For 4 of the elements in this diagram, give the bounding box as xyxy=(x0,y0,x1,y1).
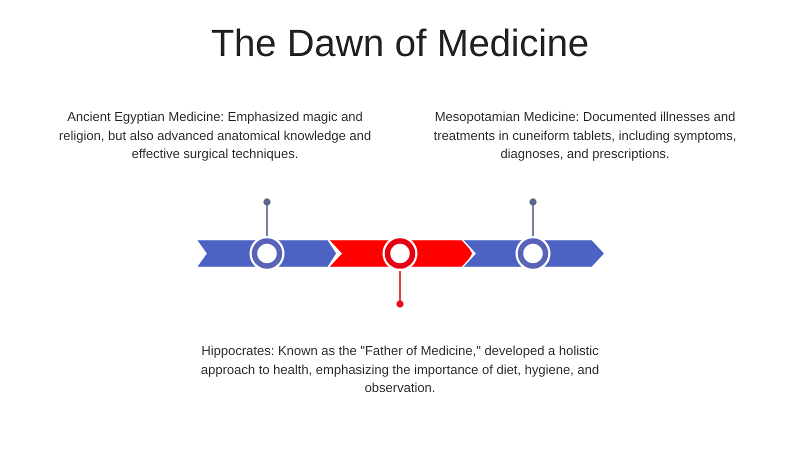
timeline-caption: Hippocrates: Known as the "Father of Medicine," developed a holistic approach to health, emphasizing the importance of diet, hygiene, and observation. xyxy=(200,342,600,397)
timeline-caption: Mesopotamian Medicine: Documented illnesses and treatments in cuneiform tablets, including symptoms, diagnoses, and prescriptions. xyxy=(432,108,738,163)
timeline-caption: Ancient Egyptian Medicine: Emphasized magic and religion, but also advanced anatomical knowledge and effective surgical techniques. xyxy=(58,108,372,163)
title: The Dawn of Medicine xyxy=(210,22,590,67)
